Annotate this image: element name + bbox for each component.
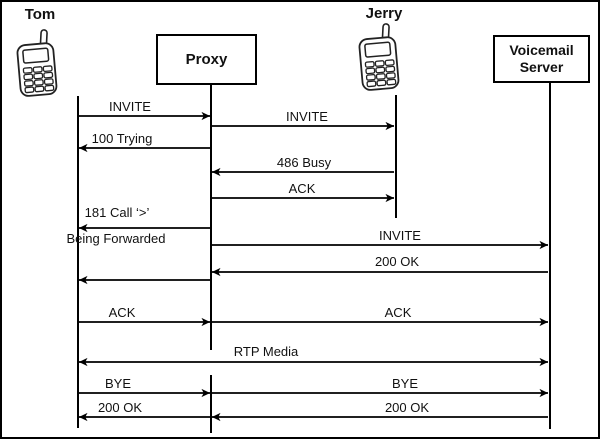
msg-ack-proxy-voicemail: ACK xyxy=(384,305,412,320)
msg-invite-tom-proxy: INVITE xyxy=(109,99,151,114)
msg-181-call-line2: Being Forwarded xyxy=(66,231,166,246)
msg-200-ok-voicemail-proxy: 200 OK xyxy=(374,254,420,269)
actor-label-jerry: Jerry xyxy=(365,5,403,22)
msg-200-ok-voicemail-proxy-2: 200 OK xyxy=(384,400,430,415)
msg-486-busy: 486 Busy xyxy=(276,155,332,170)
msg-ack-proxy-jerry: ACK xyxy=(288,181,316,196)
msg-200-ok-proxy-tom: 200 OK xyxy=(97,400,143,415)
msg-invite-proxy-voicemail: INVITE xyxy=(379,228,421,243)
msg-rtp-media: RTP Media xyxy=(233,344,299,359)
msg-bye-tom-proxy: BYE xyxy=(104,376,132,391)
actor-box-proxy: Proxy xyxy=(156,34,257,85)
msg-ack-tom-proxy: ACK xyxy=(108,305,136,320)
tom-phone-icon xyxy=(10,28,66,98)
jerry-phone-icon xyxy=(352,22,408,92)
actor-label-tom: Tom xyxy=(24,6,56,23)
msg-181-call-line1: 181 Call ‘>’ xyxy=(84,205,150,220)
msg-100-trying: 100 Trying xyxy=(91,131,153,146)
msg-invite-proxy-jerry: INVITE xyxy=(286,109,328,124)
msg-bye-proxy-voicemail: BYE xyxy=(391,376,419,391)
actor-box-voicemail-server: Voicemail Server xyxy=(493,35,590,83)
